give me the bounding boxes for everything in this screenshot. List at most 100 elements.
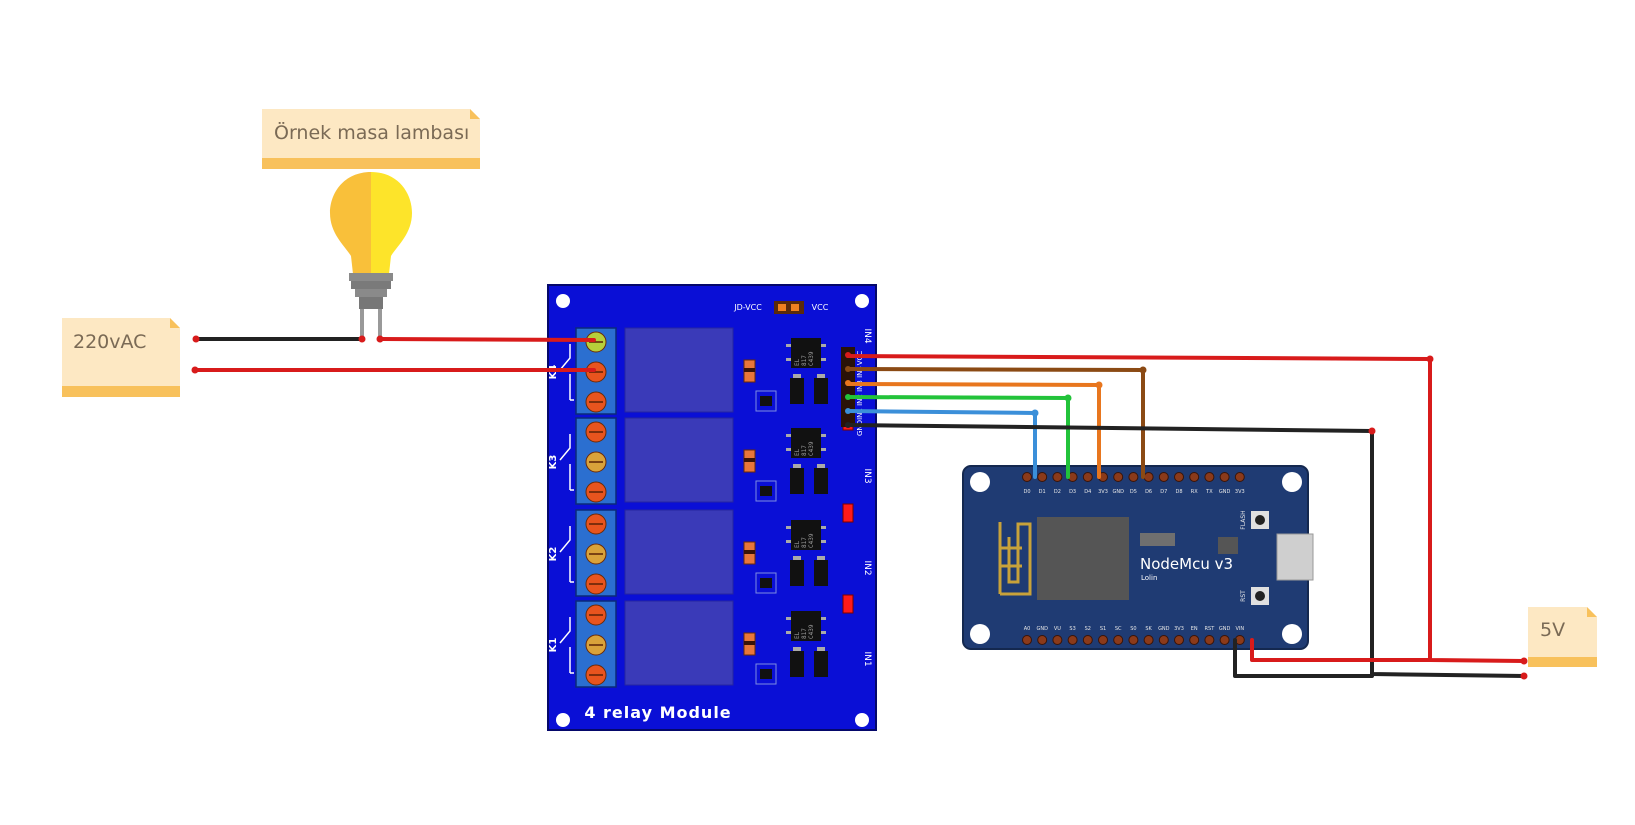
input-label: IN4 — [862, 328, 872, 343]
bottom-pin — [1128, 635, 1139, 645]
rst-button[interactable]: RST — [1240, 587, 1269, 605]
top-pin — [1037, 472, 1048, 482]
relay-coil — [624, 509, 734, 595]
bottom-pin-label: VU — [1054, 626, 1061, 632]
wifi-antenna — [998, 522, 1032, 596]
optocoupler-marking: 817 — [801, 445, 808, 456]
opto-pin — [786, 526, 791, 529]
bottom-pin-label: SK — [1145, 626, 1152, 632]
opto-pin — [821, 344, 826, 347]
channel-label: K2 — [548, 547, 559, 562]
top-pin — [1158, 472, 1169, 482]
top-pin — [1113, 472, 1124, 482]
transistor-leg — [793, 647, 801, 651]
lamp-note: Örnek masa lambası — [262, 109, 480, 169]
transistor — [814, 651, 828, 677]
optocoupler-marking: C439 — [808, 533, 815, 548]
top-pin-label: D1 — [1039, 489, 1046, 495]
top-pin-label: D7 — [1160, 489, 1167, 495]
bottom-pin-label: S3 — [1069, 626, 1075, 632]
transistor-leg — [817, 374, 825, 378]
diode-outline — [755, 480, 777, 502]
bottom-pin-label: GND — [1036, 626, 1048, 632]
lamp-note-text: Örnek masa lambası — [274, 121, 469, 144]
input-label: IN1 — [862, 651, 872, 666]
top-pin-label: D3 — [1069, 489, 1076, 495]
bottom-pin — [1022, 635, 1032, 645]
optocoupler-marking: 817 — [801, 628, 808, 639]
transistor-leg — [817, 556, 825, 560]
bottom-pin — [1158, 635, 1169, 645]
opto-pin — [821, 631, 826, 634]
opto-pin — [821, 358, 826, 361]
top-pin-label: D6 — [1145, 489, 1152, 495]
top-pin-label: D8 — [1175, 489, 1182, 495]
transistor — [790, 560, 804, 586]
wire-gnd-black — [846, 423, 1526, 678]
top-pin-label: D2 — [1054, 489, 1061, 495]
bottom-pin — [1052, 635, 1063, 645]
nodemcu-subtitle: Lolin — [1141, 574, 1157, 582]
bottom-pin — [1219, 635, 1230, 645]
bottom-pin-label: EN — [1191, 626, 1198, 632]
diode — [760, 486, 772, 496]
transistor — [814, 468, 828, 494]
flash-button[interactable]: FLASH — [1240, 510, 1269, 530]
bottom-pin-label: RST — [1205, 626, 1216, 632]
opto-pin — [821, 434, 826, 437]
header-pin-label: IN2 — [856, 394, 864, 406]
diode-outline — [755, 390, 777, 412]
transistor-leg — [817, 647, 825, 651]
transistor-leg — [817, 464, 825, 468]
optocoupler-marking: C439 — [808, 351, 815, 366]
nodemcu-title: NodeMcu v3 — [1140, 555, 1233, 573]
relay-switch-symbol — [559, 434, 574, 491]
bottom-pin-label: S2 — [1085, 626, 1091, 632]
input-label: IN3 — [862, 468, 872, 483]
bottom-pin-label: A0 — [1024, 626, 1031, 632]
bottom-pin — [1037, 635, 1048, 645]
top-pin — [1174, 472, 1184, 482]
transistor-leg — [793, 556, 801, 560]
top-pin — [1082, 472, 1093, 482]
opto-pin — [786, 631, 791, 634]
diode-outline — [755, 572, 777, 594]
transistor-leg — [793, 374, 801, 378]
relay-module-title: 4 relay Module — [584, 703, 731, 722]
transistor — [790, 468, 804, 494]
relay-coil — [624, 417, 734, 503]
wire-gnd-nodemcu-black — [1233, 638, 1374, 678]
channel-label: K3 — [548, 455, 559, 470]
channel-label: K1 — [548, 638, 559, 653]
opto-pin — [786, 434, 791, 437]
bottom-pin — [1113, 635, 1124, 645]
top-pin-label: D5 — [1130, 489, 1137, 495]
diode — [760, 669, 772, 679]
esp-module-shield — [1037, 517, 1129, 600]
diode — [760, 396, 772, 406]
top-pin-label: D4 — [1084, 489, 1091, 495]
ac-note: 220vAC — [62, 318, 180, 397]
bottom-pin-label: S0 — [1130, 626, 1136, 632]
header-pin-label: GND — [856, 420, 864, 436]
top-pin — [1143, 472, 1154, 482]
top-pin — [1234, 472, 1245, 482]
bottom-pin-label: 3V3 — [1174, 626, 1184, 632]
top-pin-label: GND — [1219, 489, 1231, 495]
flash-button-label: FLASH — [1240, 510, 1247, 529]
optocoupler-marking: EL — [794, 358, 801, 366]
jumper-right-label: VCC — [812, 303, 829, 312]
bottom-pin — [1067, 635, 1078, 645]
transistor — [790, 378, 804, 404]
lamp-bulb — [330, 172, 412, 339]
relay-switch-symbol — [559, 526, 574, 583]
optocoupler-marking: EL — [794, 631, 801, 639]
status-led — [842, 503, 854, 523]
top-pin-label: RX — [1191, 489, 1198, 495]
bottom-pin-label: VIN — [1235, 626, 1244, 632]
wire-lamp-red-to-relay — [378, 337, 596, 342]
rst-button-label: RST — [1240, 590, 1247, 602]
